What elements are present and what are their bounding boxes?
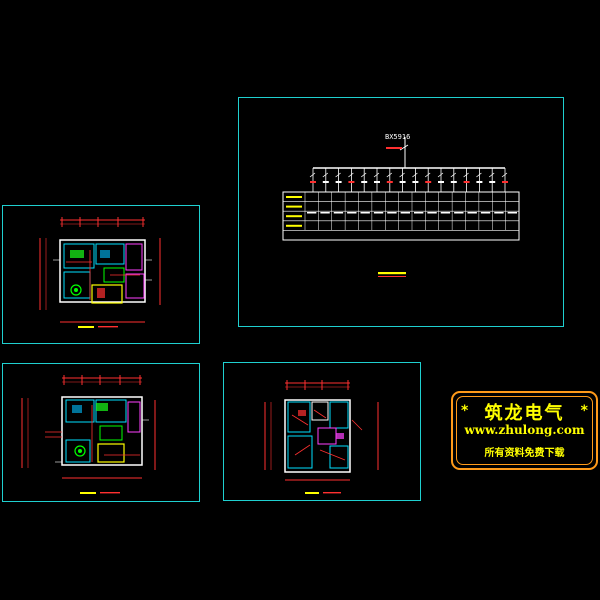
sheet-frame-floor-plan-2 bbox=[2, 363, 200, 502]
circuit-branches bbox=[309, 168, 508, 192]
table-cell-text bbox=[440, 212, 451, 214]
table-cell-text bbox=[307, 212, 317, 214]
watermark-url[interactable]: www.zhulong.com bbox=[464, 423, 585, 437]
breaker-symbol bbox=[348, 172, 354, 178]
breaker-symbol bbox=[309, 172, 316, 178]
table-cell-text bbox=[347, 212, 357, 214]
circuit-tag bbox=[450, 181, 457, 183]
table-cell-text bbox=[507, 212, 517, 214]
sheet-frame-distribution-diagram bbox=[238, 97, 564, 327]
breaker-symbol bbox=[360, 172, 367, 178]
table-cell-text bbox=[320, 212, 330, 214]
breaker-symbol bbox=[450, 172, 457, 178]
table-row-label bbox=[286, 196, 302, 198]
table-row-label bbox=[286, 205, 302, 208]
circuit-tag bbox=[476, 181, 483, 183]
breaker-symbol bbox=[476, 172, 482, 178]
watermark-title: 筑龙电气 bbox=[484, 403, 565, 424]
breaker-symbol bbox=[488, 172, 495, 178]
table-row-label bbox=[286, 215, 302, 218]
circuit-tag bbox=[322, 181, 329, 183]
table-cell-text bbox=[494, 212, 504, 214]
breaker-symbol bbox=[386, 172, 393, 178]
circuit-schedule-table bbox=[283, 192, 520, 231]
badge-inner-border bbox=[456, 396, 593, 465]
circuit-tag bbox=[399, 181, 406, 183]
floor-plan-2 bbox=[21, 375, 156, 494]
breaker-symbol bbox=[335, 172, 341, 178]
table-cell-text bbox=[427, 212, 437, 214]
circuit-tag bbox=[489, 181, 496, 183]
circuit-tag bbox=[502, 181, 508, 183]
table-cell-text bbox=[467, 212, 477, 214]
distribution-system-diagram bbox=[282, 137, 520, 277]
breaker-symbol bbox=[424, 172, 431, 178]
watermark-note: 所有资料免费下载 bbox=[484, 448, 565, 459]
panel-label: BX5916 bbox=[385, 133, 410, 141]
table-cell-text bbox=[454, 212, 464, 214]
breaker-symbol bbox=[373, 172, 380, 178]
star-icon: * bbox=[580, 403, 588, 419]
star-icon: * bbox=[461, 403, 469, 419]
breaker-symbol bbox=[322, 172, 329, 178]
floor-plan-3 bbox=[264, 380, 379, 494]
circuit-tag bbox=[374, 181, 380, 183]
watermark-badge[interactable]: * 筑龙电气 * www.zhulong.com 所有资料免费下载 bbox=[451, 391, 598, 470]
table-cell-text bbox=[414, 212, 424, 214]
breaker-symbol bbox=[399, 172, 405, 178]
circuit-tag bbox=[361, 181, 368, 183]
table-cell-text bbox=[373, 212, 384, 214]
breaker-symbol bbox=[412, 172, 418, 178]
table-row-label bbox=[286, 224, 302, 227]
breaker-symbol bbox=[463, 172, 469, 178]
table-cell-text bbox=[400, 212, 410, 214]
table-cell-text bbox=[480, 212, 491, 214]
breaker-symbol bbox=[437, 172, 444, 178]
table-cell-text bbox=[387, 212, 397, 214]
circuit-tag bbox=[412, 181, 419, 183]
table-cell-text bbox=[360, 212, 370, 214]
circuit-tag bbox=[348, 181, 355, 183]
table-cell-text bbox=[333, 212, 344, 214]
circuit-tag bbox=[335, 181, 342, 183]
sheet-frame-floor-plan-3 bbox=[223, 362, 421, 501]
circuit-tag bbox=[425, 181, 432, 183]
circuit-tag bbox=[386, 181, 393, 183]
circuit-tag bbox=[438, 181, 444, 183]
breaker-symbol bbox=[501, 172, 508, 178]
floor-plan-1 bbox=[39, 217, 161, 328]
circuit-tag bbox=[463, 181, 470, 183]
sheet-frame-floor-plan-1 bbox=[2, 205, 200, 344]
circuit-tag bbox=[310, 181, 316, 183]
